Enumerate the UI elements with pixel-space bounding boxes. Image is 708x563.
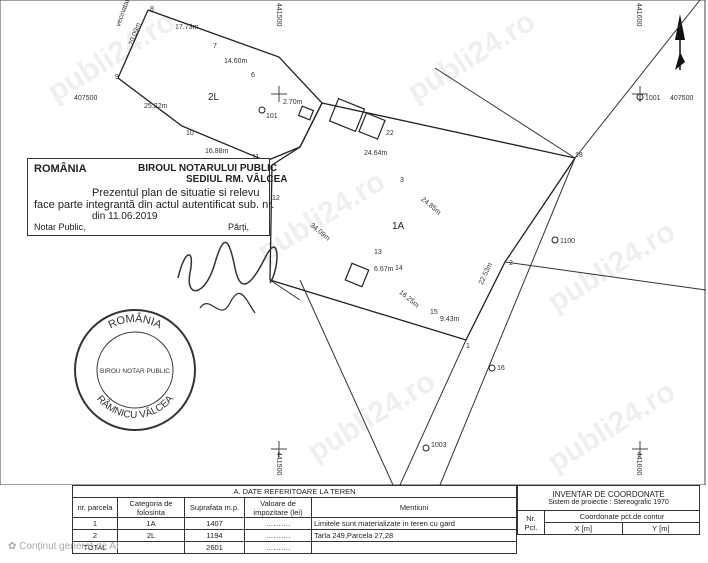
table-row: 2 2L 1194 ………. Tarla 249,Parcela 27,28 xyxy=(72,529,517,542)
column-header: Suprafata m.p. xyxy=(184,497,245,518)
svg-text:RÂMNICU VÂLCEA: RÂMNICU VÂLCEA xyxy=(94,393,176,421)
cell: 2601 xyxy=(184,541,245,554)
point-label: 8 xyxy=(150,6,154,13)
cell: Tarla 249,Parcela 27,28 xyxy=(311,529,517,542)
round-seal: ROMÂNIA RÂMNICU VÂLCEA BIROU NOTAR PUBLI… xyxy=(74,309,196,431)
point-label: 18 xyxy=(575,152,583,159)
point-label: 11 xyxy=(252,154,259,161)
cell: 1194 xyxy=(184,529,245,542)
stamp-country: ROMÂNIA xyxy=(34,163,87,175)
parcel-label: 2L xyxy=(208,92,220,103)
grid-crosses xyxy=(271,86,648,457)
cell: ………. xyxy=(244,517,312,530)
land-data-table: A. DATE REFERITOARE LA TEREN nr. parcela… xyxy=(72,485,517,554)
cell: ………. xyxy=(244,529,312,542)
point-label: 1 xyxy=(466,343,470,350)
plan-drawing xyxy=(0,0,707,485)
column-header: Valoare de impozitare (lei) xyxy=(244,497,312,518)
grid-label: 441500 xyxy=(275,3,282,27)
neighbor-lines xyxy=(269,0,707,485)
column-header: Categoria de folosinta xyxy=(117,497,185,518)
point-label: 1001 xyxy=(645,95,661,102)
column-header: Y [m] xyxy=(621,522,701,535)
point-label: 1100 xyxy=(560,238,576,245)
point-label: 101 xyxy=(266,113,278,120)
point-label: 13 xyxy=(374,249,382,256)
point-label: 22 xyxy=(386,130,394,137)
svg-text:ROMÂNIA: ROMÂNIA xyxy=(107,312,165,332)
cell: 1 xyxy=(72,517,118,530)
distance-label: 17.73m xyxy=(175,24,199,31)
point-label: 7 xyxy=(213,43,217,50)
table-row: 1 1A 1407 ………. Limitele sunt materializa… xyxy=(72,517,517,530)
cell xyxy=(311,541,517,554)
distance-label: 6.67m xyxy=(374,266,394,273)
column-header: Coordonate pct.de contur xyxy=(544,510,700,523)
cell: 2L xyxy=(117,529,185,542)
stamp-text: din 11.06.2019 xyxy=(92,211,158,222)
seal-bottom: RÂMNICU VÂLCEA xyxy=(94,393,176,421)
distance-label: 9.43m xyxy=(440,316,460,323)
grid-label: 441500 xyxy=(275,452,282,476)
coord-table-header: INVENTAR DE COORDONATE Sistem de proiect… xyxy=(517,485,700,511)
seal-top: ROMÂNIA xyxy=(107,312,165,332)
column-header: nr. parcela xyxy=(72,497,118,518)
point-label: 1003 xyxy=(431,442,447,449)
point-label: 3 xyxy=(400,177,404,184)
parcel-1a-outline xyxy=(269,102,577,341)
point-label: 9 xyxy=(115,74,119,81)
point-label: 14 xyxy=(395,265,403,272)
column-header: X [m] xyxy=(544,522,623,535)
column-header: Nr. Pct. xyxy=(517,510,545,535)
point-label: 10 xyxy=(186,130,194,137)
cell xyxy=(117,541,185,554)
coord-subtitle: Sistem de proiectie : Stereografic 1970 xyxy=(548,499,669,506)
distance-label: 16.88m xyxy=(205,148,229,155)
grid-label: 441600 xyxy=(635,452,642,476)
cell: 1407 xyxy=(184,517,245,530)
ai-generated-label: ✿ Conținut generat de AI xyxy=(8,541,119,552)
stamp-parties: Părți, xyxy=(228,222,250,232)
table-row: TOTAL 2601 ………. xyxy=(72,541,517,554)
north-arrow-icon xyxy=(675,14,685,70)
stamp-office: SEDIUL RM. VÂLCEA xyxy=(186,174,288,185)
map-frame xyxy=(0,0,706,485)
coordinates-table: INVENTAR DE COORDONATE Sistem de proiect… xyxy=(517,485,701,535)
parcel-2l-outline xyxy=(117,9,323,162)
notary-stamp: ROMÂNIA BIROUL NOTARULUI PUBLIC SEDIUL R… xyxy=(27,158,288,236)
seal-middle: BIROU NOTAR PUBLIC xyxy=(100,368,170,375)
point-label: 12 xyxy=(272,195,280,202)
grid-label: 407500 xyxy=(74,95,98,102)
point-label: 2 xyxy=(509,260,513,267)
parcel-label: 1A xyxy=(392,221,405,232)
cell: 2 xyxy=(72,529,118,542)
distance-label: 14.60m xyxy=(224,58,248,65)
grid-label: 441600 xyxy=(635,3,642,27)
cell: ………. xyxy=(244,541,312,554)
point-label: 16 xyxy=(497,365,505,372)
stamp-notary: Notar Public, xyxy=(34,222,86,232)
stamp-text: face parte integrantă din actul autentif… xyxy=(34,199,275,211)
grid-label: 407500 xyxy=(670,95,694,102)
distance-label: 2.70m xyxy=(283,99,303,106)
stamp-office: BIROUL NOTARULUI PUBLIC xyxy=(138,163,278,174)
point-label: 15 xyxy=(430,309,438,316)
buildings xyxy=(297,97,386,288)
column-header: Mentiuni xyxy=(311,497,517,518)
cell: 1A xyxy=(117,517,185,530)
stamp-text: Prezentul plan de situatie si relevu xyxy=(92,187,260,199)
distance-label: 25.22m xyxy=(144,103,168,110)
signature xyxy=(177,241,278,314)
distance-label: 24.64m xyxy=(364,150,388,157)
coord-title: INVENTAR DE COORDONATE xyxy=(552,490,665,499)
table-title: A. DATE REFERITOARE LA TEREN xyxy=(72,485,517,498)
cell: Limitele sunt materializate in teren cu … xyxy=(311,517,517,530)
point-label: 6 xyxy=(251,72,255,79)
